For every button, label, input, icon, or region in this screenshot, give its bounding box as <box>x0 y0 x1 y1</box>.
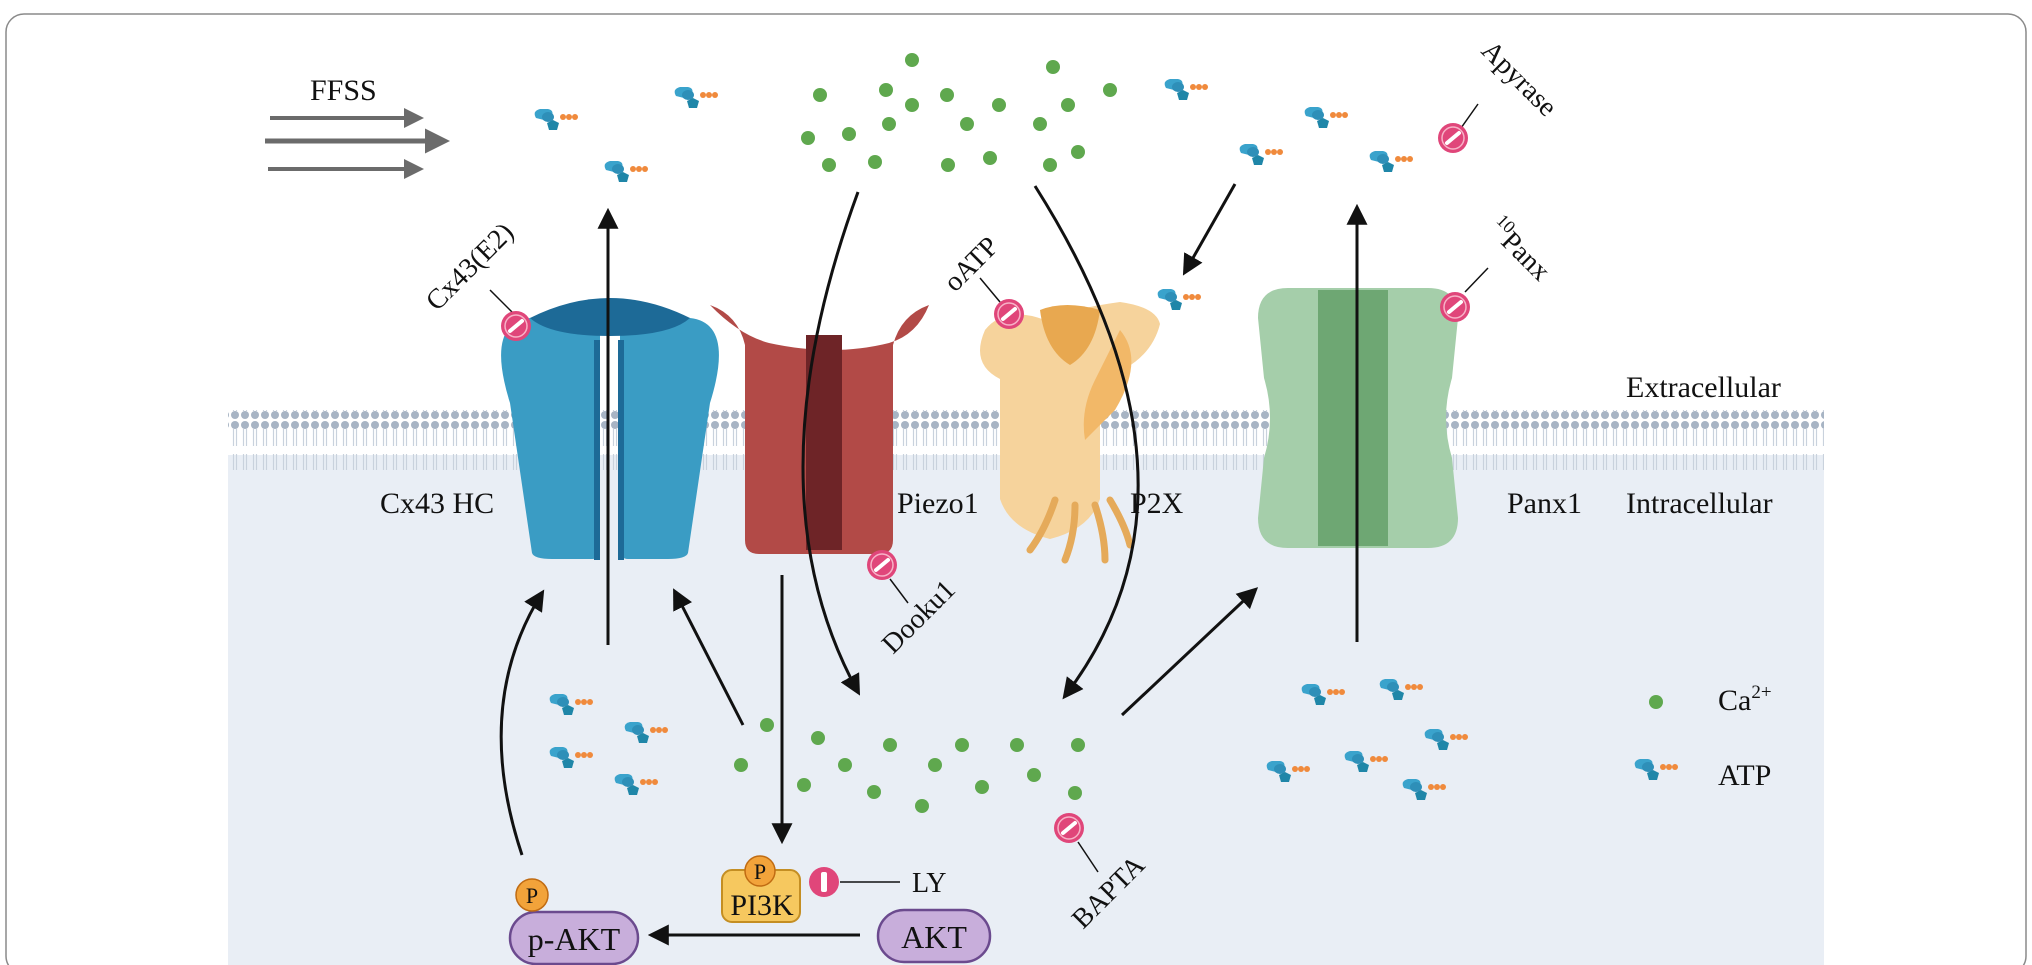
pi3k-label: PI3K <box>730 889 794 922</box>
pakt-node <box>508 878 640 965</box>
akt-node <box>876 908 992 964</box>
inhibitor-10panx <box>1438 267 1489 324</box>
intracellular-region <box>228 455 1824 965</box>
cx43-hemichannel <box>501 298 719 560</box>
signaling-arrows <box>499 183 1368 946</box>
cx43-hc-label: Cx43 HC <box>380 487 494 520</box>
pakt-label: p-AKT <box>528 921 621 957</box>
legend: Ca2+ ATP <box>1634 682 1772 792</box>
piezo1-label: Piezo1 <box>897 487 979 520</box>
p2x-receptor <box>980 302 1160 564</box>
inhibitor-oatp <box>979 277 1026 331</box>
legend-atp-label: ATP <box>1718 759 1771 792</box>
legend-ca-superscript: 2+ <box>1751 682 1771 703</box>
pi3k-node <box>721 855 801 923</box>
inhibitor-ly <box>809 867 900 897</box>
pi3k-phospho-label: P <box>754 859 766 884</box>
ffss-flow-arrows <box>265 108 450 179</box>
legend-ca-label: Ca2+ <box>1718 682 1772 717</box>
intracellular-label: Intracellular <box>1626 487 1773 520</box>
inhibitor-bapta <box>1052 811 1099 873</box>
akt-label: AKT <box>901 919 967 955</box>
extracellular-label: Extracellular <box>1626 371 1781 404</box>
pakt-phospho-label: P <box>526 883 538 908</box>
calcium-ions <box>734 53 1663 813</box>
inhibitor-dooku1 <box>865 548 909 604</box>
ffss-label: FFSS <box>310 74 377 107</box>
inhibitor-cx43e2 <box>489 289 533 343</box>
p2x-label: P2X <box>1130 487 1184 520</box>
legend-ca-base: Ca <box>1718 684 1751 717</box>
inhibitor-label-ly: LY <box>912 868 947 899</box>
inhibitor-apyrase <box>1436 103 1479 155</box>
panx1-label: Panx1 <box>1507 487 1582 520</box>
